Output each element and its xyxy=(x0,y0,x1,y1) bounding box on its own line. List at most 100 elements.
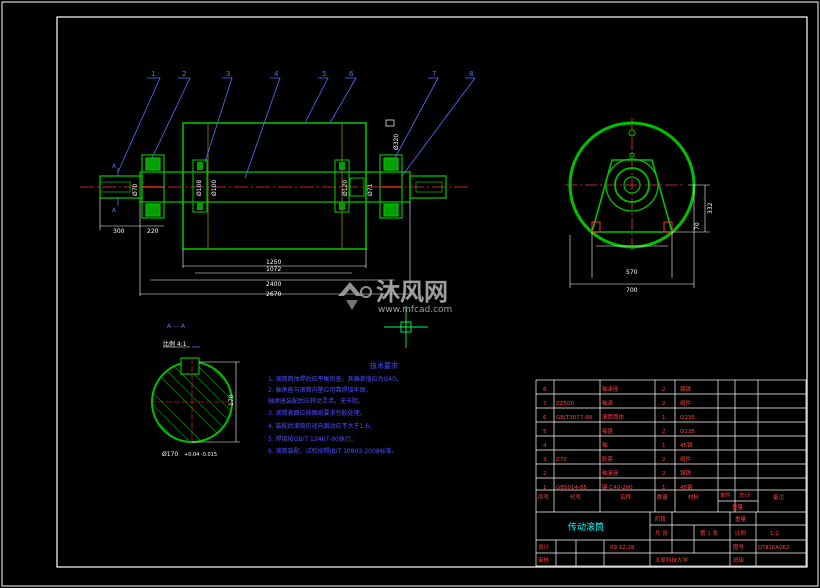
parts-cell: 轴 xyxy=(602,441,608,449)
parts-cell: 2 xyxy=(662,471,666,477)
parts-cell: GB5014-85 xyxy=(556,485,588,491)
date-value: 09.12.28 xyxy=(610,545,635,551)
parts-cell: 滚筒筒体 xyxy=(602,413,625,421)
tech-line-5: 4. 装配后滚筒的径向跳动应不大于1.6。 xyxy=(268,422,375,430)
parts-cell: 2 xyxy=(662,457,666,463)
section-label: A — A xyxy=(167,323,186,330)
tech-line-1: 1. 滚筒筒体焊后应平衡检查，其偏差值应为G40。 xyxy=(268,375,402,383)
drawing-title: 传动滚筒 xyxy=(568,521,604,533)
section-tolerance: +0.04 -0.015 xyxy=(184,452,217,458)
hdr-unit: 单件 xyxy=(720,491,732,499)
tech-line-2: 2. 轴承座与滚筒内壁应可靠焊接牢固， xyxy=(268,386,372,394)
parts-cell: 铸铁 xyxy=(680,469,692,477)
dim-d71: Ø71 xyxy=(367,183,374,196)
parts-cell: 4 xyxy=(543,443,547,449)
parts-cell: 2 xyxy=(662,387,666,393)
parts-cell: 8 xyxy=(543,387,547,393)
sheet-value: 第 1 张 xyxy=(700,529,718,537)
balloon-1: 1 xyxy=(151,70,155,78)
parts-cell: 45钢 xyxy=(680,483,693,491)
hdr-material: 材料 xyxy=(688,493,700,501)
section-sublabel: 比例 4:1 xyxy=(163,340,187,348)
hdr-weight: 重量 xyxy=(732,503,744,511)
hdr-total: 总计 xyxy=(739,491,751,499)
main-view: 1 2 3 4 5 6 7 8 A A Ø320 Ø100 Ø108 Ø70 Ø… xyxy=(80,70,476,298)
inner-border xyxy=(56,16,808,568)
dim-d100: Ø100 xyxy=(211,180,218,196)
dim-332: 332 xyxy=(707,202,714,214)
hdr-code: 代号 xyxy=(570,493,582,501)
stage-label: 阶段 xyxy=(655,515,667,523)
balloon-7: 7 xyxy=(432,70,436,78)
parts-cell: 轴承座 xyxy=(602,385,619,393)
dim-d108: Ø108 xyxy=(196,180,203,196)
checker-label: 审核 xyxy=(538,556,550,564)
balloon-3: 3 xyxy=(226,70,230,78)
parts-cell: 键 C40-200 xyxy=(602,483,633,491)
parts-cell: 轴承 xyxy=(602,399,614,407)
balloon-leaders xyxy=(117,77,476,179)
bearing-left xyxy=(141,154,165,219)
dim-2400: 2400 xyxy=(266,281,281,288)
dim-220: 220 xyxy=(147,228,159,235)
scale-label: 比例 xyxy=(735,529,747,537)
hdr-qty: 数量 xyxy=(657,493,669,501)
bearing-housing-side xyxy=(590,159,674,233)
dim-1250: 1250 xyxy=(266,259,281,266)
balloon-8: 8 xyxy=(469,70,473,78)
dim-70: 70 xyxy=(694,222,701,230)
parts-cell: 6 xyxy=(543,415,547,421)
drum-inner xyxy=(207,122,343,250)
dim-d120: Ø120 xyxy=(342,180,349,196)
parts-cell: Z70 xyxy=(556,457,567,463)
section-view: A — A 比例 4:1 170 Ø170 xyxy=(150,323,240,458)
parts-cell: 1 xyxy=(662,415,666,421)
dim-570: 570 xyxy=(626,269,638,276)
dim-2670: 2670 xyxy=(266,291,281,298)
hdr-note: 备注 xyxy=(773,493,785,501)
tech-requirements: 技术要求 1. 滚筒筒体焊后应平衡检查，其偏差值应为G40。 2. 轴承座与滚筒… xyxy=(268,361,402,455)
dim-700: 700 xyxy=(626,287,638,294)
parts-cell: Q235 xyxy=(680,429,695,435)
watermark-url: www.mfcad.com xyxy=(378,305,452,315)
parts-cell: 45钢 xyxy=(680,441,693,449)
title-block: 传动滚筒 阶段 重量 比例 共 张 1:2 第 1 张 设计 审核 09.12.… xyxy=(538,515,790,564)
parts-cell: 轴承座 xyxy=(602,469,619,477)
parts-cell: 1 xyxy=(662,443,666,449)
section-dim-170: 170 xyxy=(228,394,235,406)
parts-table xyxy=(535,379,807,567)
drawing-no-label: 图号 xyxy=(733,543,745,551)
side-view: 570 700 332 70 xyxy=(565,118,714,294)
section-marker-bottom: A xyxy=(112,207,117,214)
parts-cell: 胀套 xyxy=(602,455,614,463)
tech-line-6: 5. 焊接按GB/T 12467-90执行。 xyxy=(268,435,357,443)
parts-cell: Q235 xyxy=(680,415,695,421)
crosshair-cursor xyxy=(384,306,428,348)
tech-title: 技术要求 xyxy=(370,361,398,370)
school-name: 太原科技大学 xyxy=(655,556,689,564)
bearing-right xyxy=(379,154,403,219)
section-dim-diameter: Ø170 xyxy=(162,451,178,458)
tech-line-4: 3. 滚筒表面应按图纸要求包胶处理。 xyxy=(268,409,366,417)
parts-cell: 7 xyxy=(543,401,547,407)
class-label: 班级 xyxy=(733,556,745,564)
scale-value: 1:2 xyxy=(770,531,779,537)
parts-cell: ZZ500 xyxy=(556,401,575,407)
section-marker-top: A xyxy=(112,163,117,170)
dim-d70: Ø70 xyxy=(132,183,139,196)
parts-cell: 接盘 xyxy=(602,427,614,435)
balloon-5: 5 xyxy=(322,70,326,78)
parts-cell: 2 xyxy=(662,429,666,435)
parts-cell: 3 xyxy=(543,457,547,463)
dim-1072: 1072 xyxy=(266,266,281,273)
parts-cell: 2 xyxy=(662,401,666,407)
weight-label: 重量 xyxy=(735,515,747,523)
balloon-4: 4 xyxy=(274,70,279,78)
balloon-6: 6 xyxy=(349,70,354,78)
shaft-right-end xyxy=(409,175,447,199)
roughness-callout: Ø320 xyxy=(393,134,400,150)
watermark-logo-icon xyxy=(338,282,372,310)
balloon-2: 2 xyxy=(182,70,186,78)
